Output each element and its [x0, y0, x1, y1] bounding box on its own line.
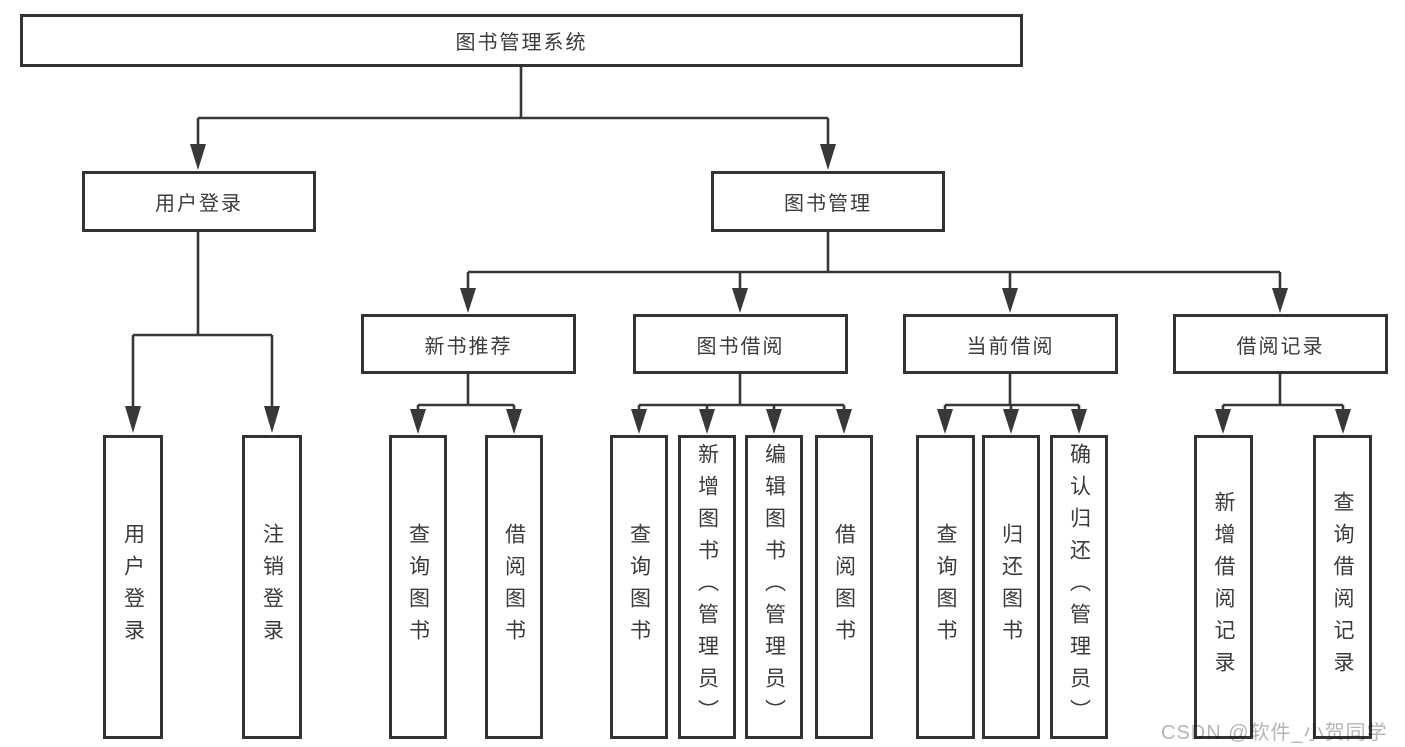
leaf-borrow-books-recommend: 借阅图书 — [485, 435, 543, 739]
arrow-down-icon — [410, 409, 426, 434]
leaf-label: 借阅图书 — [502, 523, 526, 651]
leaf-label: 查询图书 — [934, 523, 957, 651]
leaf-label: 查询图书 — [627, 523, 651, 651]
leaf-label: 查询借阅记录 — [1331, 491, 1354, 683]
arrow-down-icon — [1215, 409, 1231, 434]
node-label: 当前借阅 — [966, 335, 1055, 358]
leaf-label: 确认归还（管理员） — [1067, 443, 1091, 731]
node-new-book-recommend: 新书推荐 — [361, 314, 576, 374]
leaf-label: 编辑图书（管理员） — [762, 443, 786, 731]
arrow-down-icon — [937, 409, 953, 434]
node-label: 图书管理 — [784, 193, 872, 215]
arrow-down-icon — [631, 409, 647, 434]
arrow-down-icon — [732, 288, 748, 313]
arrow-down-icon — [190, 144, 206, 170]
node-book-borrow: 图书借阅 — [633, 314, 848, 374]
csdn-watermark: CSDN @软件_小贺同学 — [1161, 722, 1388, 744]
arrow-down-icon — [1272, 288, 1288, 313]
leaf-label: 注销登录 — [260, 523, 284, 651]
arrow-down-icon — [125, 406, 141, 433]
arrow-down-icon — [699, 409, 715, 434]
leaf-label: 新增借阅记录 — [1212, 491, 1235, 683]
leaf-confirm-return-admin: 确认归还（管理员） — [1050, 435, 1108, 739]
leaf-return-books: 归还图书 — [982, 435, 1040, 739]
arrow-down-icon — [460, 288, 476, 313]
connector-root-to-level2 — [190, 67, 836, 170]
leaf-query-books-recommend: 查询图书 — [389, 435, 447, 739]
arrow-down-icon — [766, 409, 782, 434]
leaf-user-login: 用户登录 — [103, 435, 163, 739]
node-label: 用户登录 — [155, 193, 243, 215]
leaf-label: 新增图书（管理员） — [695, 443, 719, 731]
node-library-system: 图书管理系统 — [20, 14, 1023, 67]
connector-book-borrow-to-leaves — [631, 374, 852, 434]
node-current-borrow: 当前借阅 — [903, 314, 1118, 374]
leaf-add-books-admin: 新增图书（管理员） — [678, 435, 736, 739]
leaf-label: 归还图书 — [999, 523, 1023, 651]
leaf-query-borrow-record: 查询借阅记录 — [1313, 435, 1372, 739]
arrow-down-icon — [264, 406, 280, 433]
node-label: 新书推荐 — [424, 335, 513, 358]
node-label: 借阅记录 — [1236, 335, 1325, 358]
arrow-down-icon — [1002, 288, 1018, 313]
node-borrow-record: 借阅记录 — [1173, 314, 1388, 374]
leaf-query-books-current: 查询图书 — [916, 435, 975, 739]
leaf-query-books: 查询图书 — [610, 435, 668, 739]
node-book-management: 图书管理 — [711, 171, 945, 232]
leaf-label: 用户登录 — [121, 523, 145, 651]
node-label: 图书借阅 — [696, 335, 785, 358]
node-user-login: 用户登录 — [82, 171, 316, 232]
arrow-down-icon — [836, 409, 852, 434]
arrow-down-icon — [1071, 409, 1087, 434]
arrow-down-icon — [1003, 409, 1019, 434]
leaf-borrow-books: 借阅图书 — [815, 435, 873, 739]
connector-user-login-to-leaves — [125, 232, 280, 433]
leaf-label: 查询图书 — [406, 523, 430, 651]
arrow-down-icon — [820, 144, 836, 170]
arrow-down-icon — [1335, 409, 1351, 434]
connector-borrow-record-to-leaves — [1215, 374, 1351, 434]
connector-new-book-to-leaves — [410, 374, 522, 434]
node-label: 图书管理系统 — [455, 32, 588, 54]
leaf-label: 借阅图书 — [832, 523, 856, 651]
connector-current-borrow-to-leaves — [937, 374, 1087, 434]
arrow-down-icon — [506, 409, 522, 434]
leaf-add-borrow-record: 新增借阅记录 — [1194, 435, 1253, 739]
leaf-edit-books-admin: 编辑图书（管理员） — [745, 435, 803, 739]
leaf-logout: 注销登录 — [242, 435, 302, 739]
connector-book-mgmt-to-level3 — [460, 232, 1288, 313]
